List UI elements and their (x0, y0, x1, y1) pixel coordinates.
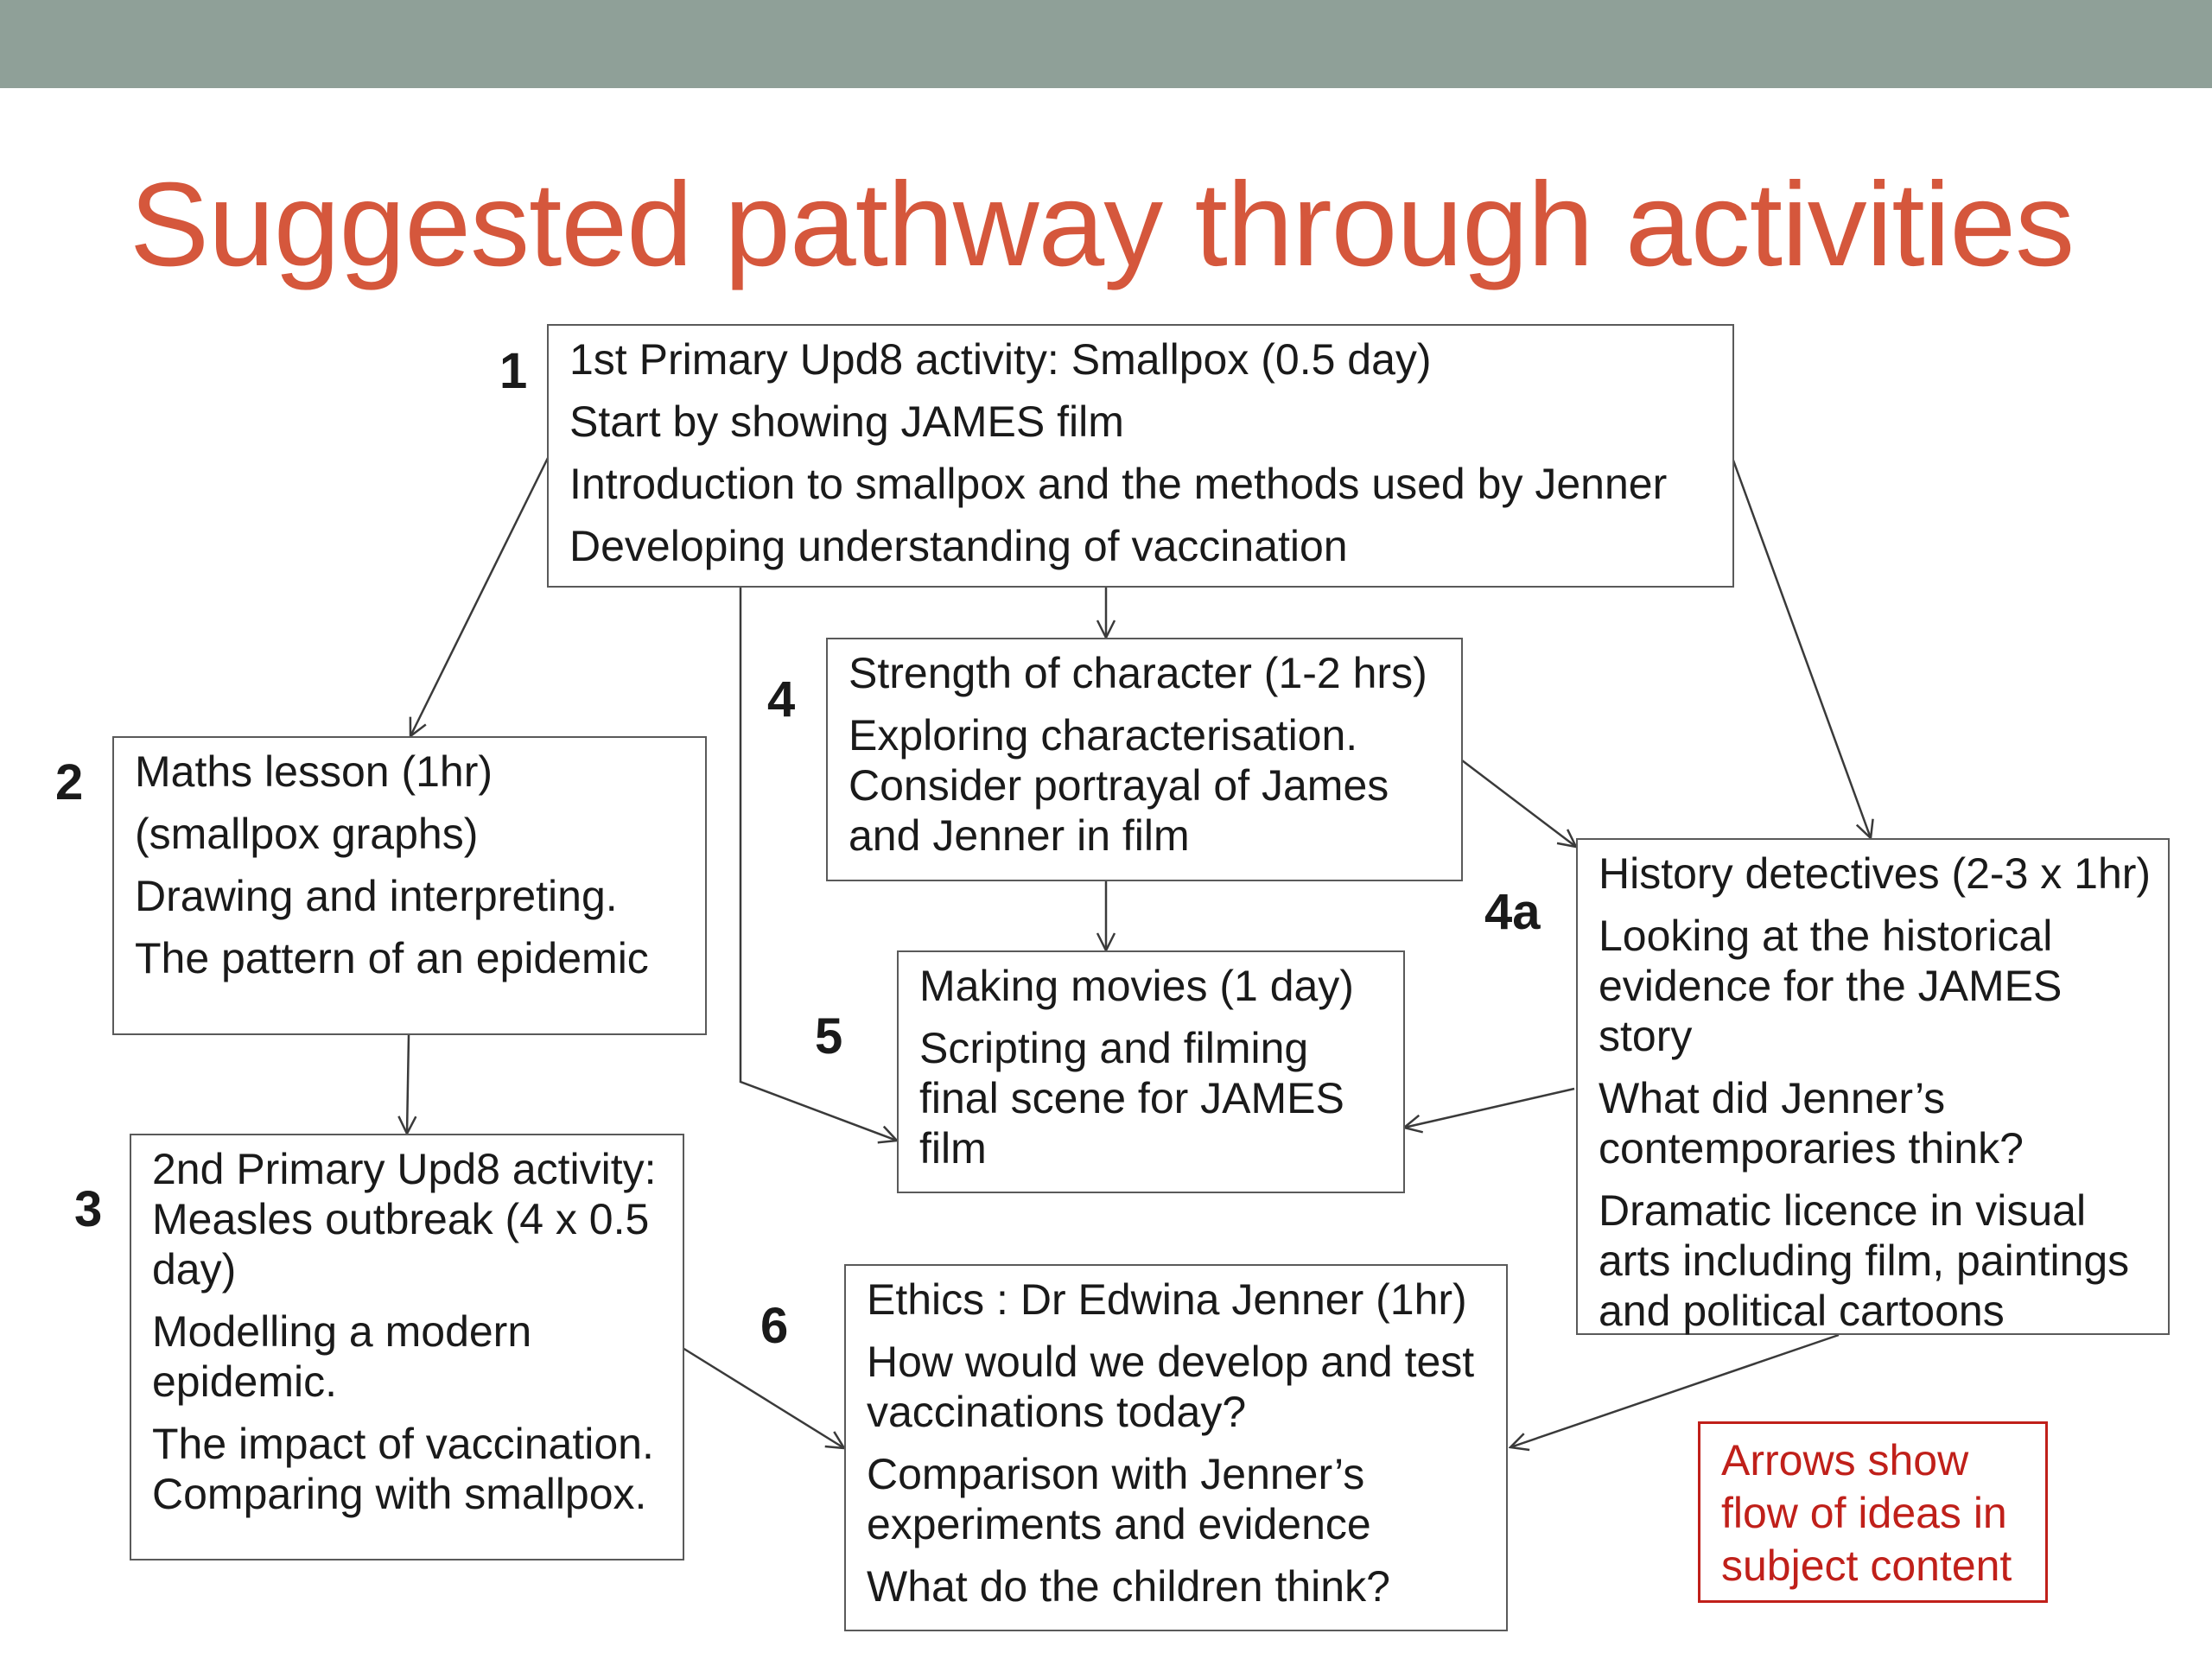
arrow-1-to-4a (1731, 457, 1871, 838)
node-1-line: Developing understanding of vaccination (569, 522, 1348, 570)
node-2-line: Maths lesson (1hr) (135, 747, 493, 796)
node-1-line: Introduction to smallpox and the methods… (569, 460, 1668, 508)
top-bar (0, 0, 2212, 88)
node-3-line: The impact of vaccination. Comparing wit… (152, 1420, 654, 1518)
node-1-line: 1st Primary Upd8 activity: Smallpox (0.5… (569, 335, 1432, 384)
node-2-line: Drawing and interpreting. (135, 872, 618, 920)
arrow-1-to-5 (739, 588, 897, 1141)
node-4a-line: Looking at the historical evidence for t… (1599, 912, 2063, 1060)
node-4-box: Strength of character (1-2 hrs) Explorin… (826, 638, 1463, 881)
arrow-4a-to-5 (1404, 1087, 1575, 1128)
arrow-3-to-6 (682, 1346, 844, 1448)
node-4a-line: History detectives (2-3 x 1hr) (1599, 849, 2152, 898)
node-4a-line: Dramatic licence in visual arts includin… (1599, 1186, 2130, 1335)
node-4-number: 4 (767, 671, 796, 728)
node-4a-box: History detectives (2-3 x 1hr) Looking a… (1576, 838, 2170, 1335)
page-title: Suggested pathway through activities (130, 158, 2075, 291)
node-6-box: Ethics : Dr Edwina Jenner (1hr) How woul… (844, 1264, 1508, 1631)
node-4-line: Exploring characterisation. Consider por… (849, 711, 1389, 860)
node-5-line: Scripting and filming final scene for JA… (919, 1024, 1344, 1173)
arrows-note: Arrows show flow of ideas in subject con… (1698, 1421, 2048, 1603)
node-3-line: Modelling a modern epidemic. (152, 1307, 532, 1406)
node-5-line: Making movies (1 day) (919, 962, 1354, 1010)
node-3-line: 2nd Primary Upd8 activity: Measles outbr… (152, 1145, 657, 1294)
arrow-1-to-2 (410, 455, 550, 736)
node-1-box: 1st Primary Upd8 activity: Smallpox (0.5… (547, 324, 1734, 588)
node-2-box: Maths lesson (1hr) (smallpox graphs) Dra… (112, 736, 707, 1035)
node-5-number: 5 (815, 1008, 843, 1065)
node-6-line: Comparison with Jenner’s experiments and… (867, 1450, 1371, 1548)
node-4-line: Strength of character (1-2 hrs) (849, 649, 1427, 697)
node-3-number: 3 (74, 1181, 103, 1237)
arrow-4-to-4a (1461, 760, 1576, 847)
node-5-box: Making movies (1 day) Scripting and film… (897, 950, 1405, 1193)
node-6-line: Ethics : Dr Edwina Jenner (1hr) (867, 1275, 1467, 1324)
node-1-line: Start by showing JAMES film (569, 397, 1124, 446)
node-2-line: (smallpox graphs) (135, 810, 479, 858)
node-1-number: 1 (499, 343, 528, 399)
node-2-line: The pattern of an epidemic (135, 934, 649, 982)
node-4a-number: 4a (1484, 884, 1541, 940)
node-6-line: What do the children think? (867, 1562, 1390, 1611)
node-4a-line: What did Jenner’s contemporaries think? (1599, 1074, 2024, 1173)
node-2-number: 2 (55, 754, 84, 810)
arrow-2-to-3 (407, 1034, 409, 1134)
node-3-box: 2nd Primary Upd8 activity: Measles outbr… (130, 1134, 684, 1560)
arrow-4a-to-6 (1510, 1333, 1840, 1447)
node-6-line: How would we develop and test vaccinatio… (867, 1338, 1475, 1436)
node-6-number: 6 (760, 1298, 789, 1354)
